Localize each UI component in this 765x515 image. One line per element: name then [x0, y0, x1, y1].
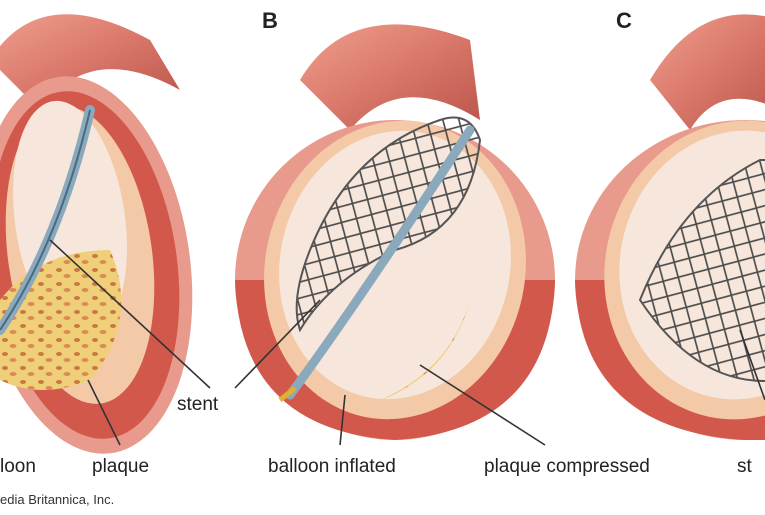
panel-a-artery — [0, 14, 193, 454]
label-plaque: plaque — [92, 456, 150, 477]
label-balloon-inflated: balloon inflated — [268, 456, 396, 477]
label-plaque-compressed: plaque compressed — [484, 456, 650, 477]
panel-letter-c: C — [616, 8, 632, 33]
panel-b-artery — [235, 24, 555, 440]
label-stent-c: st — [737, 456, 752, 477]
panel-c-artery — [575, 14, 765, 440]
panel-letter-b: B — [262, 8, 278, 33]
copyright-credit: edia Britannica, Inc. — [0, 492, 115, 507]
leader-lines — [49, 239, 765, 446]
label-stent: stent — [177, 394, 219, 415]
label-balloon: loon — [0, 456, 36, 477]
